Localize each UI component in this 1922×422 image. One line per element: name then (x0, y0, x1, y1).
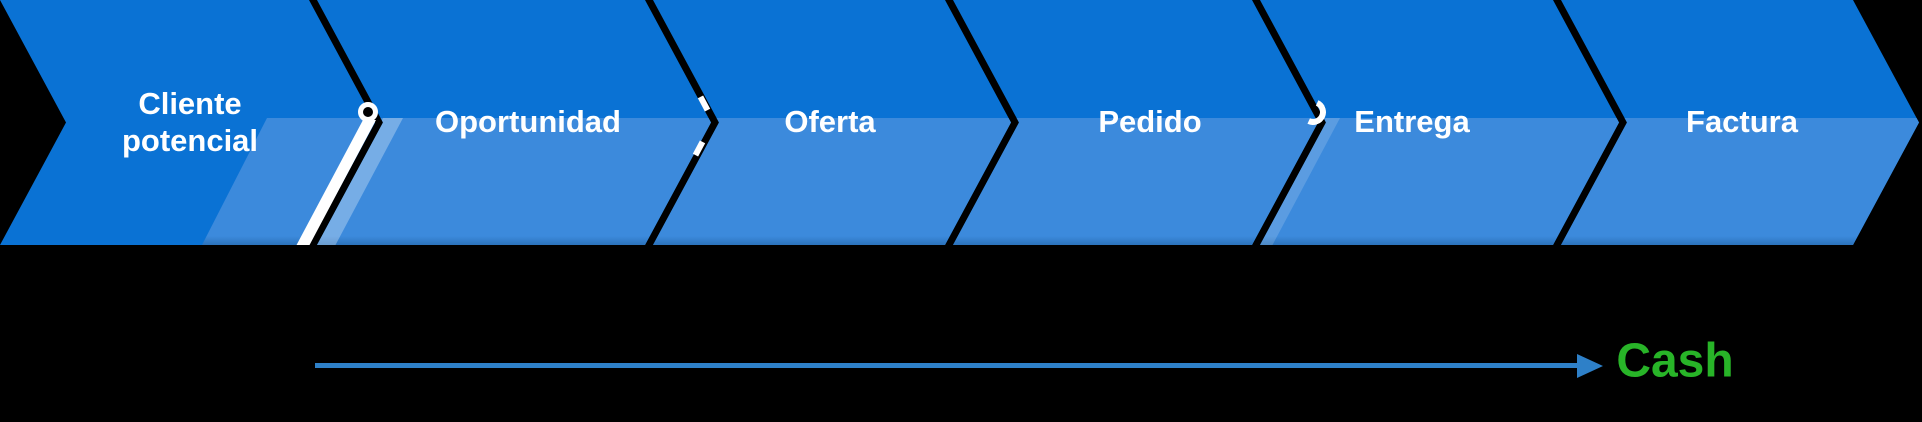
chevron-bottom-band (1561, 118, 1919, 245)
chevron-label: Pedido (1098, 104, 1202, 140)
chevron-label: Oferta (784, 104, 876, 140)
chevron-label: Cliente potencial (121, 85, 259, 158)
chevron-step-oportunidad: Oportunidad (317, 0, 711, 245)
tip-ring-highlight (358, 102, 378, 122)
chevron-label: Oportunidad (435, 104, 621, 140)
cash-label: Cash (1616, 334, 1734, 388)
chevron-label: Entrega (1354, 104, 1470, 140)
chevron-bottom-band (1260, 118, 1619, 245)
chevron-bottom-band (317, 118, 711, 245)
chevron-bottom-band (653, 118, 1011, 245)
chevron-label: Factura (1686, 104, 1798, 140)
cash-flow-arrow-head-icon (1577, 354, 1603, 378)
chevron-bottom-band (953, 118, 1318, 245)
chevron-step-factura: Factura (1561, 0, 1919, 245)
cash-flow-arrow-line (315, 363, 1577, 368)
